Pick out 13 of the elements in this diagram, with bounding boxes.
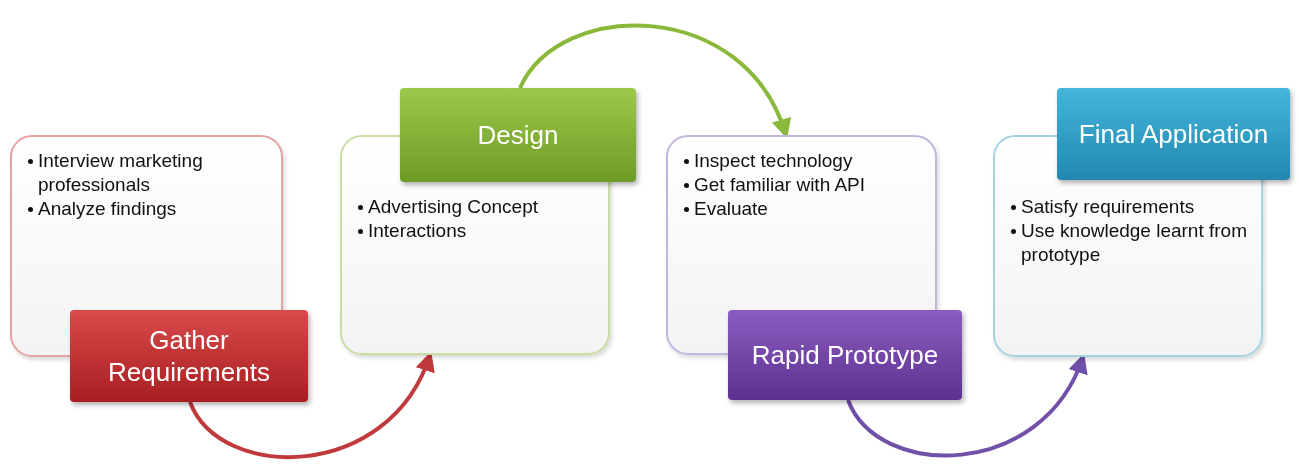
stage-title-box: Design [400,88,636,182]
stage-title-box: Gather Requirements [70,310,308,402]
bullet-text: Inspect technology [694,149,854,173]
bullet-text: Interactions [368,219,468,243]
bullet-text: Use knowledge learnt from prototype [1021,219,1248,267]
bullet-text: Satisfy requirements [1021,195,1196,219]
bullet-text: Advertising Concept [368,195,540,219]
stage-title-box: Rapid Prototype [728,310,962,400]
bullet-text: Get familiar with API [694,173,867,197]
bullet-text: Evaluate [694,197,769,221]
stage-title-box: Final Application [1057,88,1290,180]
bullet-text: Analyze findings [38,197,178,221]
bullet-text: Interview marketing professionals [38,149,204,197]
